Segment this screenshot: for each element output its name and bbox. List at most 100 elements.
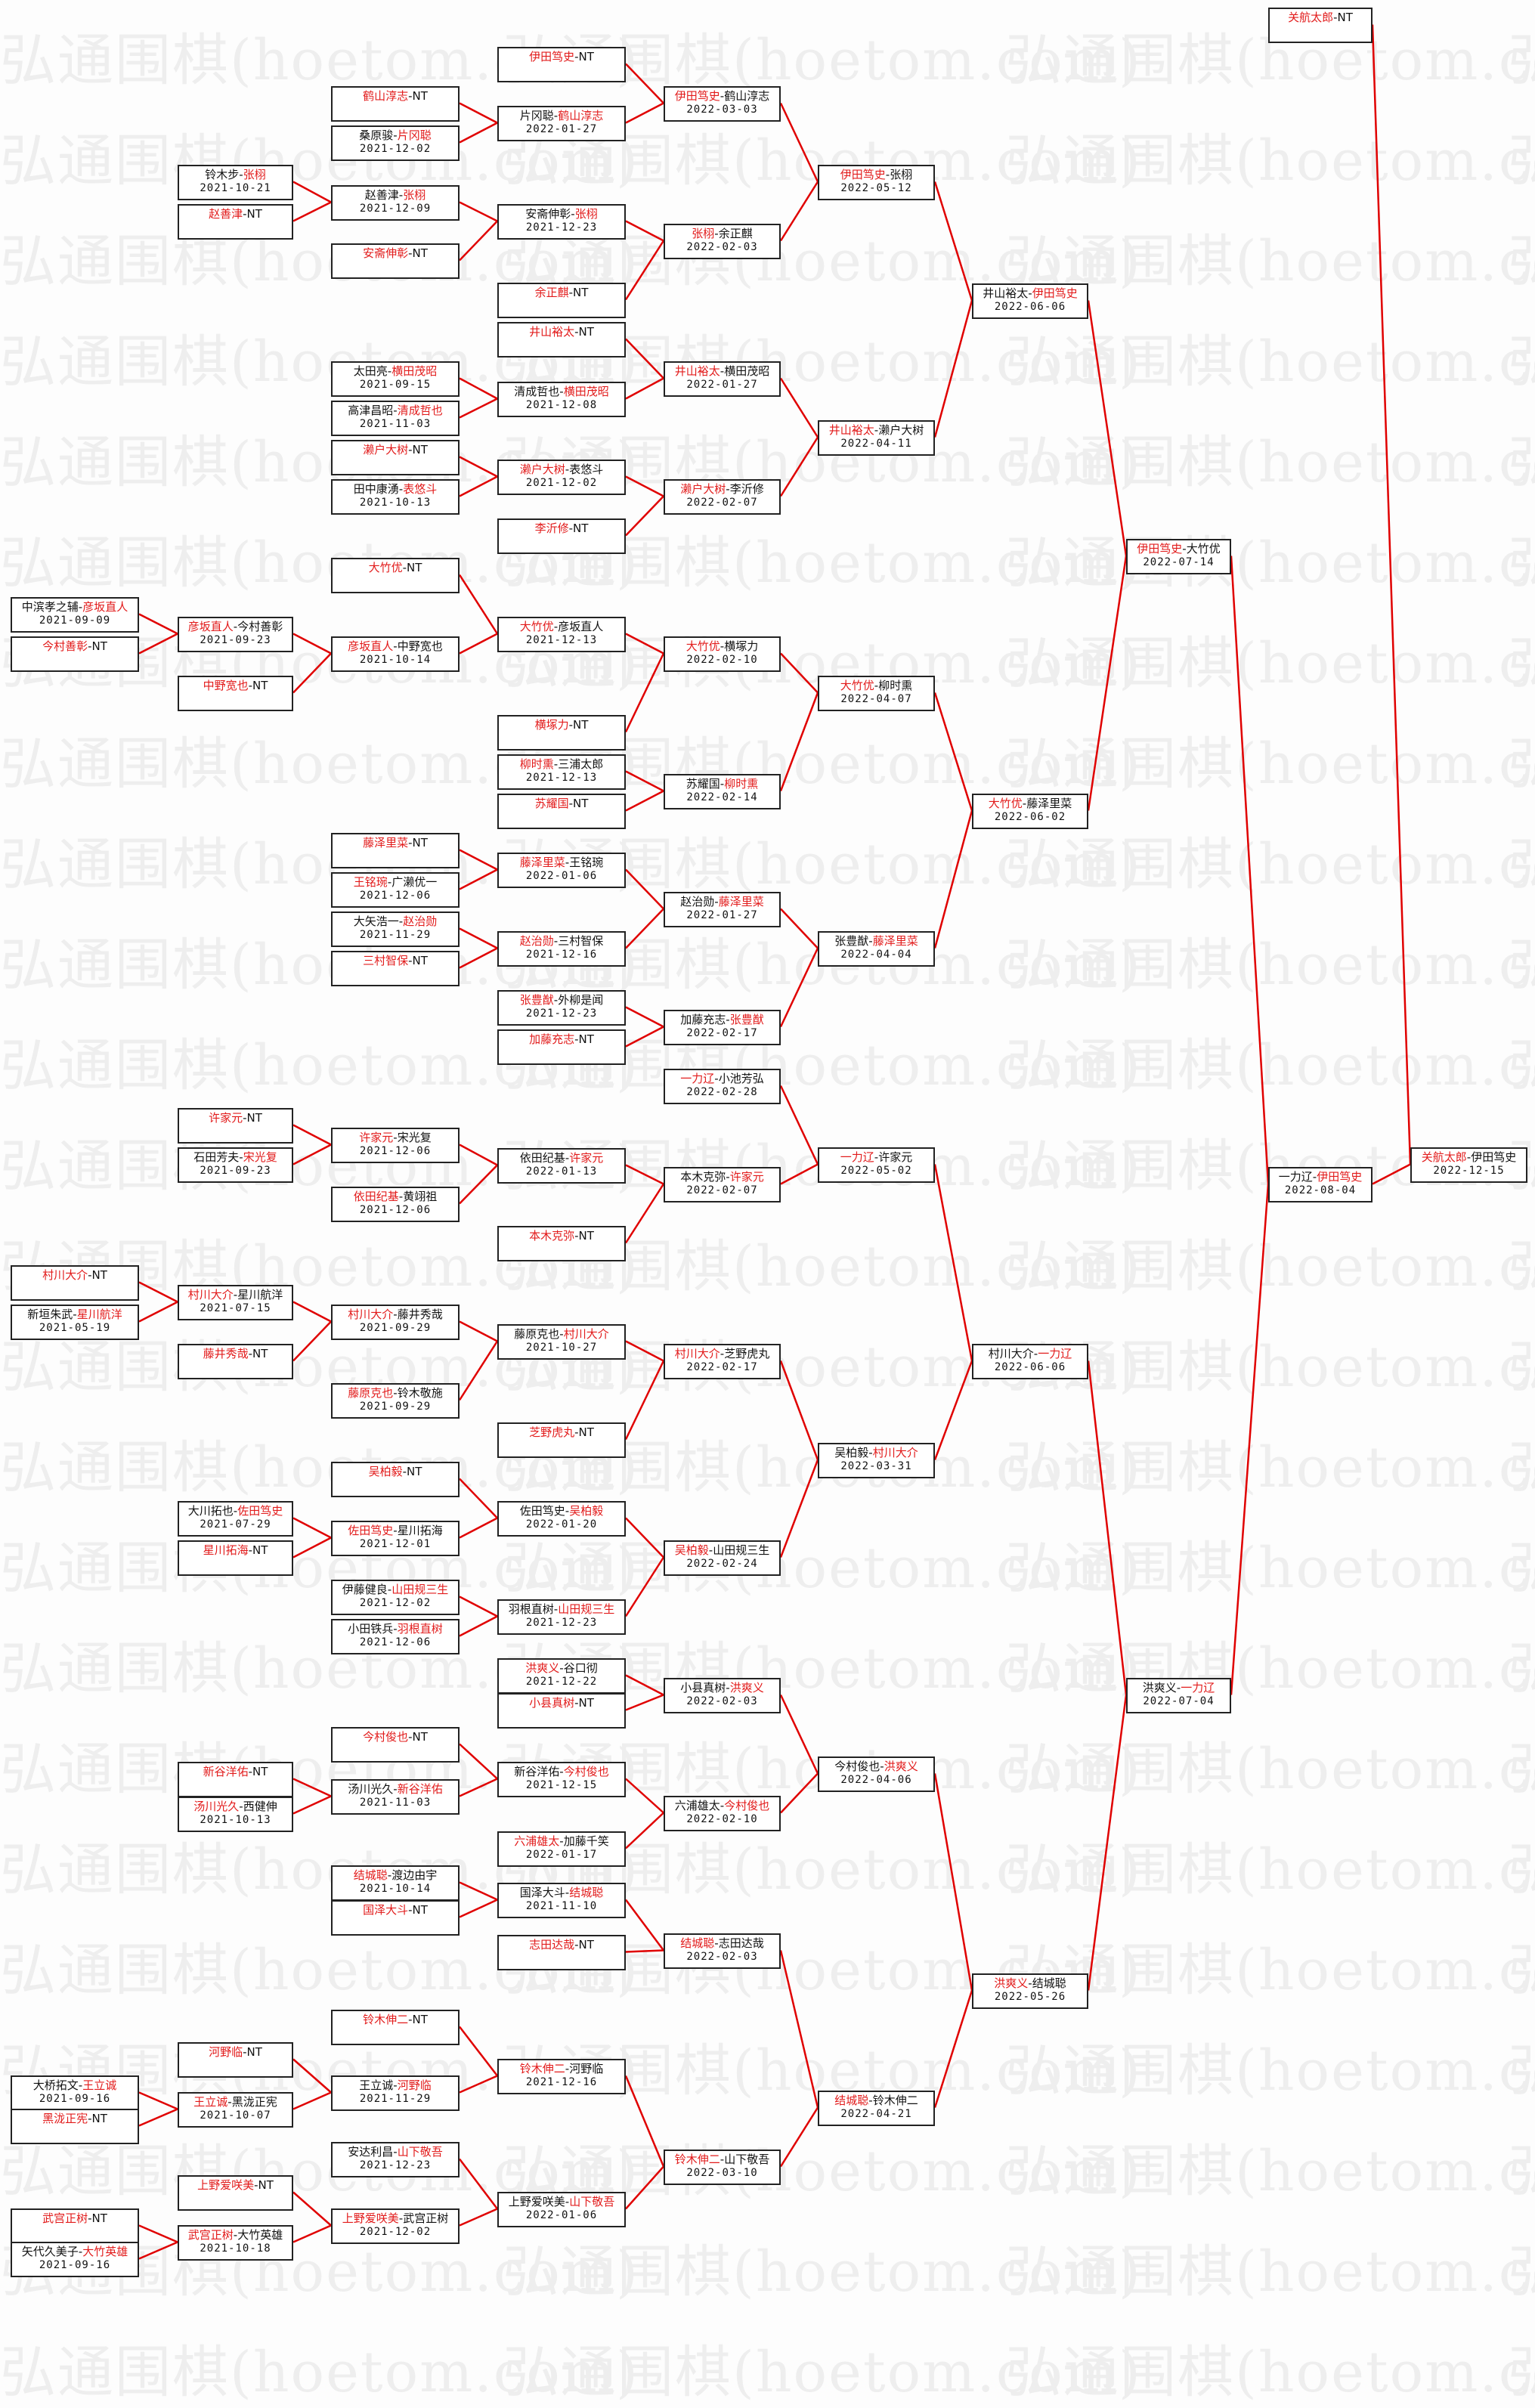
bye-box[interactable]: 中野宽也-NT [178,676,293,711]
bye-box[interactable]: 星川拓海-NT [178,1540,293,1576]
bye-box[interactable]: 井山裕太-NT [497,322,626,357]
bye-box[interactable]: 横塚力-NT [497,715,626,751]
bye-box[interactable]: 许家元-NT [178,1108,293,1144]
bye-box[interactable]: 河野临-NT [178,2042,293,2078]
bye-box[interactable]: 关航太郎-NT [1268,8,1373,43]
bye-box[interactable]: 濑户大树-NT [331,440,460,475]
bye-box[interactable]: 吴柏毅-NT [331,1462,460,1497]
bye-box[interactable]: 苏耀国-NT [497,794,626,829]
bye-box[interactable]: 今村善彰-NT [11,636,139,672]
bye-box[interactable]: 大竹优-NT [331,558,460,593]
bye-box[interactable]: 安斋伸彰-NT [331,243,460,279]
bye-box[interactable]: 新谷洋佑-NT [178,1762,293,1797]
bye-box[interactable]: 黑泷正宪-NT [11,2109,139,2144]
bye-box[interactable]: 加藤充志-NT [497,1029,626,1065]
bye-box[interactable]: 铃木伸二-NT [331,2010,460,2045]
bye-box[interactable]: 志田达哉-NT [497,1935,626,1970]
bye-box[interactable]: 武宫正树-NT [11,2208,139,2244]
bye-box[interactable]: 藤井秀哉-NT [178,1344,293,1379]
bye-box[interactable]: 余正麒-NT [497,283,626,318]
bye-box[interactable]: 村川大介-NT [11,1265,139,1301]
bye-box[interactable]: 本木克弥-NT [497,1226,626,1261]
bye-box[interactable]: 芝野虎丸-NT [497,1422,626,1458]
bye-box[interactable]: 伊田笃史-NT [497,47,626,82]
bye-box[interactable]: 三村智保-NT [331,951,460,986]
bye-box[interactable]: 赵善津-NT [178,204,293,240]
bye-box[interactable]: 今村俊也-NT [331,1727,460,1763]
